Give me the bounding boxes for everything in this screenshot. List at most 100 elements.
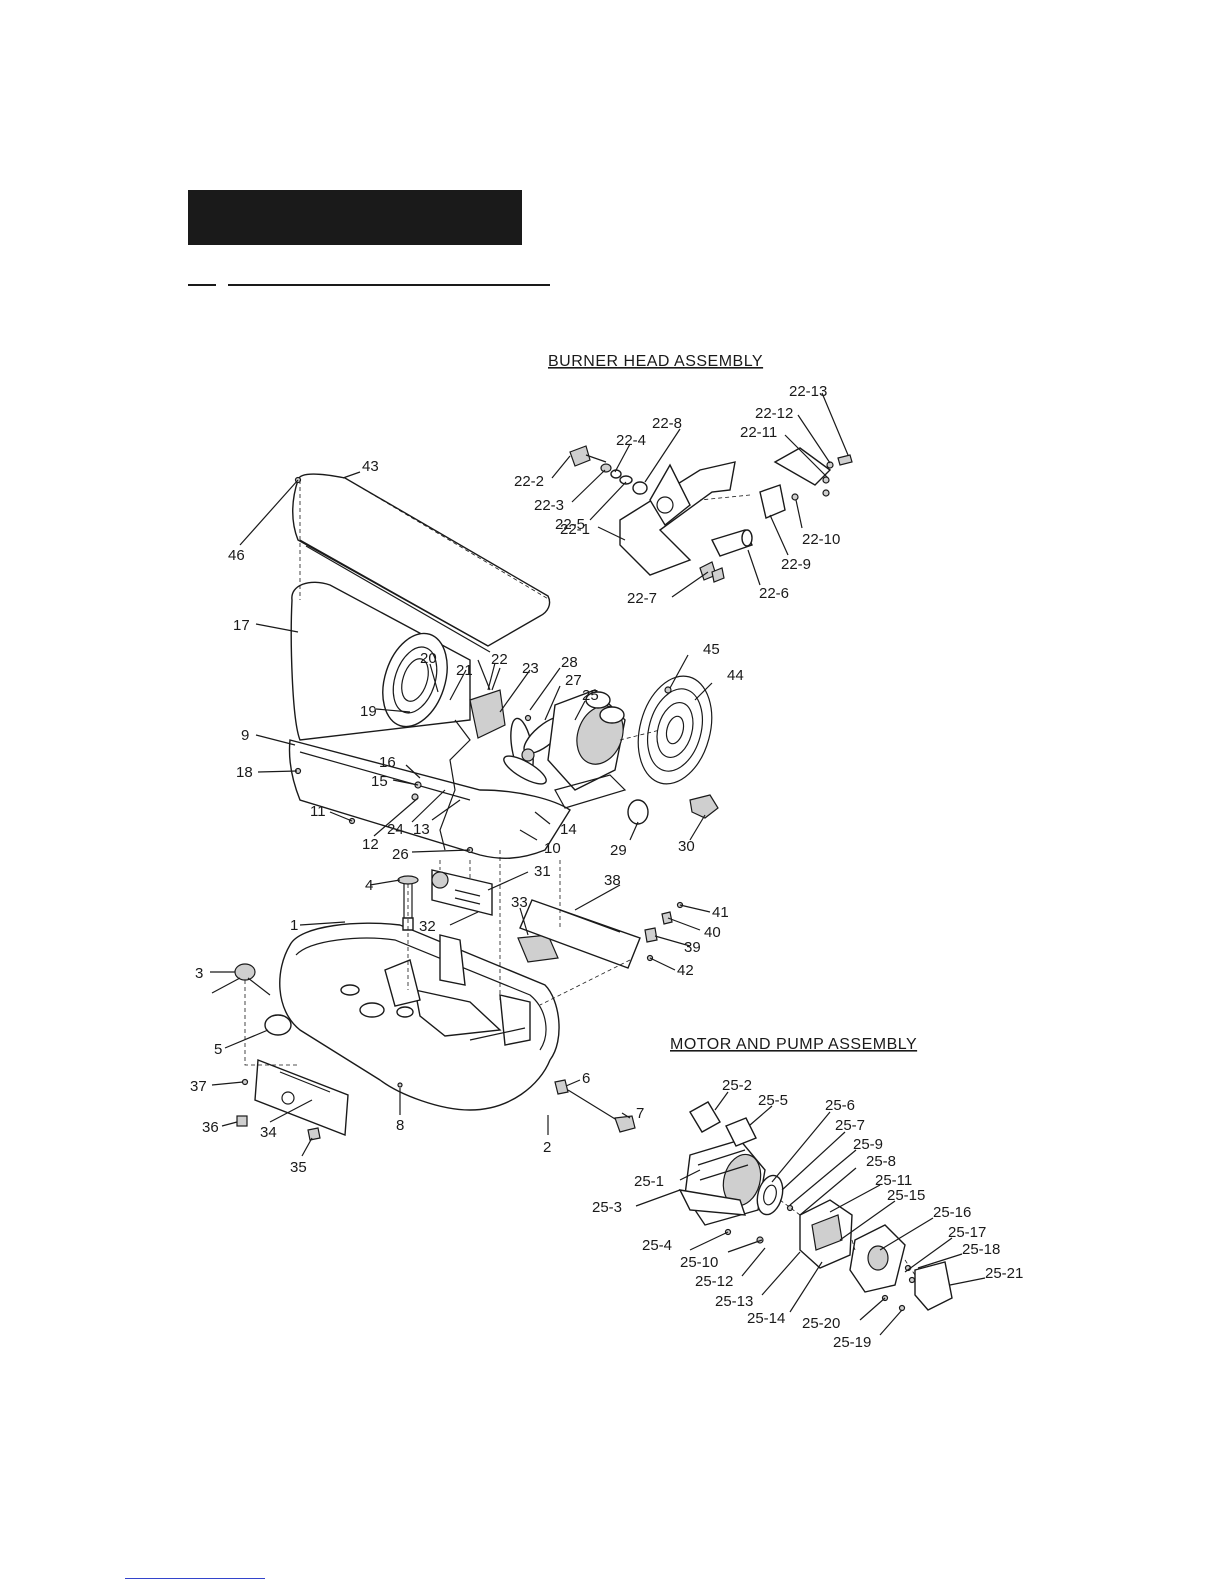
footer-link-underline[interactable] (125, 1578, 265, 1579)
leader-lines (210, 392, 986, 1336)
callout-8: 8 (396, 1117, 404, 1134)
callout-25-12: 25-12 (695, 1273, 733, 1290)
end-cover (914, 1261, 953, 1311)
callout-22-9: 22-9 (781, 556, 811, 573)
callout-22: 22 (491, 651, 508, 668)
callout-24: 24 (387, 821, 404, 838)
callout-18: 18 (236, 764, 253, 781)
callout-42: 42 (677, 962, 694, 979)
callout-1: 1 (290, 917, 298, 934)
fuel-tank (279, 922, 560, 1111)
callout-9: 9 (241, 727, 249, 744)
capacitor (689, 1101, 721, 1133)
callout-25-6: 25-6 (825, 1097, 855, 1114)
coupling (756, 1174, 784, 1216)
callout-25: 25 (582, 687, 599, 704)
callout-46: 46 (228, 547, 245, 564)
callout-25-20: 25-20 (802, 1315, 840, 1332)
burner-head-title: BURNER HEAD ASSEMBLY (548, 353, 763, 370)
callout-40: 40 (704, 924, 721, 941)
heading-rule-short (188, 284, 216, 286)
ignitor (517, 934, 559, 963)
callout-22-4: 22-4 (616, 432, 646, 449)
section-header-bar (188, 190, 522, 245)
callout-44: 44 (727, 667, 744, 684)
lower-housing (288, 739, 571, 859)
callout-11: 11 (310, 803, 326, 820)
cord-strain-relief (554, 1079, 569, 1095)
callout-3: 3 (195, 965, 203, 982)
callout-25-8: 25-8 (866, 1153, 896, 1170)
callout-25-21: 25-21 (985, 1265, 1023, 1282)
motor-pump-drawing (678, 1101, 953, 1312)
callout-19: 19 (360, 703, 377, 720)
callout-30: 30 (678, 838, 695, 855)
pump-cover (689, 794, 719, 819)
callout-12: 12 (362, 836, 379, 853)
burner-plate (619, 461, 736, 576)
callout-22-5: 22-5 (555, 516, 585, 533)
callout-22-6: 22-6 (759, 585, 789, 602)
callout-25-11: 25-11 (875, 1172, 912, 1189)
callout-10: 10 (544, 840, 561, 857)
callout-22-10: 22-10 (802, 531, 840, 548)
callout-25-17: 25-17 (948, 1224, 986, 1241)
callout-22-8: 22-8 (652, 415, 682, 432)
callout-25-7: 25-7 (835, 1117, 865, 1134)
power-plug (614, 1115, 636, 1133)
callout-7: 7 (636, 1105, 644, 1122)
callout-labels: 43 46 17 9 18 11 12 15 16 19 20 21 22 23… (190, 383, 1023, 1351)
fuel-cap (264, 1014, 292, 1036)
callout-25-1: 25-1 (634, 1173, 664, 1190)
callout-39: 39 (684, 939, 701, 956)
callout-21: 21 (456, 662, 473, 679)
callout-25-15: 25-15 (887, 1187, 925, 1204)
filter-cap (627, 799, 649, 825)
callout-29: 29 (610, 842, 627, 859)
front-panel (254, 1059, 349, 1136)
callout-23: 23 (522, 660, 539, 677)
callout-22-11: 22-11 (740, 424, 777, 441)
callout-34: 34 (260, 1124, 277, 1141)
callout-45: 45 (703, 641, 720, 658)
callout-25-5: 25-5 (758, 1092, 788, 1109)
callout-41: 41 (712, 904, 729, 921)
callout-32: 32 (419, 918, 436, 935)
callout-22-2: 22-2 (514, 473, 544, 490)
heater-drawing (211, 473, 719, 1141)
callout-16: 16 (379, 754, 396, 771)
motor (547, 689, 627, 809)
nozzle (569, 445, 591, 467)
power-cord (567, 1089, 621, 1123)
callout-22-13: 22-13 (789, 383, 827, 400)
callout-37: 37 (190, 1078, 207, 1095)
callout-22-1: 22-1 (560, 521, 590, 538)
callout-4: 4 (365, 877, 373, 894)
callout-36: 36 (202, 1119, 219, 1136)
burner-head (469, 689, 506, 739)
callout-33: 33 (511, 894, 528, 911)
callout-25-16: 25-16 (933, 1204, 971, 1221)
callout-13: 13 (413, 821, 430, 838)
fan-guard (637, 675, 713, 785)
callout-25-13: 25-13 (715, 1293, 753, 1310)
ignitor-bracket (759, 484, 786, 519)
motor-pump-title: MOTOR AND PUMP ASSEMBLY (670, 1036, 917, 1053)
combustion-ring (382, 632, 448, 728)
callout-22-12: 22-12 (755, 405, 793, 422)
tank-cap (234, 963, 256, 981)
callout-20: 20 (420, 650, 437, 667)
callout-22-7: 22-7 (627, 590, 657, 607)
callout-25-14: 25-14 (747, 1310, 785, 1327)
callout-27: 27 (565, 672, 582, 689)
callout-25-10: 25-10 (680, 1254, 718, 1271)
callout-28: 28 (561, 654, 578, 671)
callout-22-3: 22-3 (534, 497, 564, 514)
callout-5: 5 (214, 1041, 222, 1058)
callout-31: 31 (534, 863, 551, 880)
burner-head-drawing (569, 445, 853, 583)
callout-2: 2 (543, 1139, 551, 1156)
callout-25-3: 25-3 (592, 1199, 622, 1216)
callout-25-4: 25-4 (642, 1237, 672, 1254)
